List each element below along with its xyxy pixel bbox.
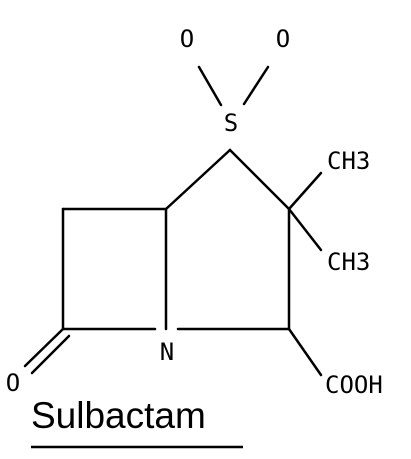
atom-sulfur: S xyxy=(224,109,238,137)
bond-lines xyxy=(23,65,323,377)
bond-c7-o-a xyxy=(23,327,65,368)
bond-c3-cooh xyxy=(287,327,323,377)
atom-o-left: O xyxy=(180,25,194,53)
bond-c2-methyl-2 xyxy=(287,207,323,252)
bond-c2-methyl-1 xyxy=(287,171,323,211)
compound-name: Sulbactam xyxy=(31,395,206,436)
atom-o-right: O xyxy=(276,25,290,53)
atom-nitrogen: N xyxy=(160,338,174,366)
atom-methyl-1: CH3 xyxy=(327,147,370,175)
bond-o-right-s xyxy=(242,65,270,106)
bond-s-c2 xyxy=(228,148,291,211)
bond-s-c5 xyxy=(164,148,232,211)
atom-methyl-2: CH3 xyxy=(327,248,370,276)
compound-caption: Sulbactam xyxy=(31,395,243,449)
bond-c7-o-b xyxy=(30,334,71,375)
atom-carbonyl-oxygen: O xyxy=(6,369,20,397)
atom-carboxyl: COOH xyxy=(325,371,383,399)
bond-o-left-s xyxy=(197,65,223,107)
atom-labels: O O S CH3 CH3 N O COOH xyxy=(6,25,383,399)
